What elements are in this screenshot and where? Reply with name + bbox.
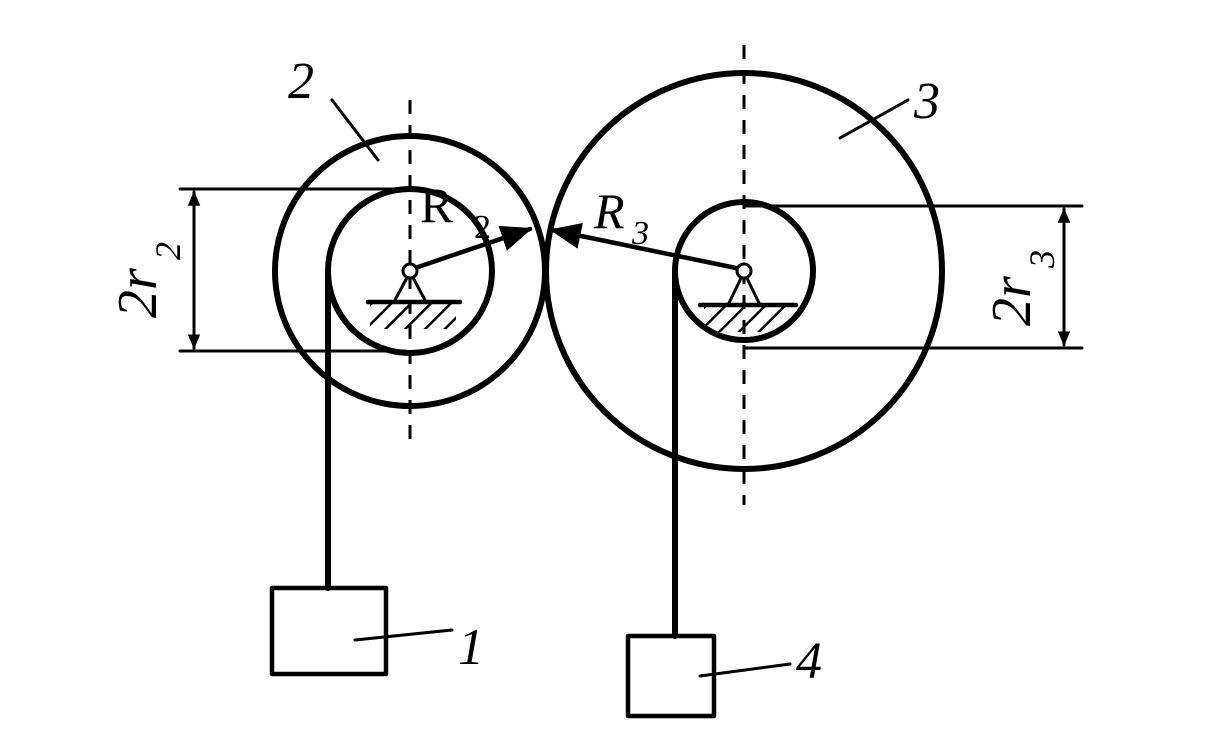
body-1-label: 1 <box>458 619 484 676</box>
dimension-2r3 <box>742 204 1084 350</box>
radius-R3-arrow <box>549 222 739 271</box>
dim-2r3-letters: 2r <box>981 276 1043 326</box>
body-3-label: 3 <box>913 73 940 130</box>
radius-R3-subscript: 3 <box>631 215 649 252</box>
body-3-leader <box>838 98 910 140</box>
dim-2r2-letters: 2r <box>107 268 169 318</box>
radius-R2-subscript: 2 <box>474 209 491 246</box>
load-1-leader <box>353 628 454 642</box>
body-4-label: 4 <box>796 633 822 690</box>
dim-2r2-label: 2r 2 <box>107 242 188 318</box>
wheel-3-support <box>697 262 799 332</box>
dim-2r3-label: 2r 3 <box>981 250 1062 326</box>
dim-2r3-subscript: 3 <box>1022 250 1062 269</box>
wheel-3-hinge <box>735 262 753 280</box>
wheel-2-hinge <box>401 262 419 280</box>
wheel-3 <box>543 45 945 505</box>
load-1 <box>269 585 389 677</box>
wheel-3-ground-hatch <box>704 306 790 332</box>
body-2-label: 2 <box>288 53 314 110</box>
radius-R2-letter: R <box>420 177 454 233</box>
radius-R2-label: R 2 <box>420 177 491 246</box>
wheel-2 <box>272 100 548 445</box>
wheel-2-support <box>365 262 463 329</box>
dimension-2r2 <box>178 187 414 353</box>
radius-R2-arrow <box>415 225 533 270</box>
wheel-2-ground-hatch <box>370 303 456 329</box>
load-4-leader <box>698 662 792 678</box>
radius-R3-letter: R <box>593 183 625 239</box>
dim-2r2-subscript: 2 <box>148 242 188 260</box>
body-2-leader <box>330 98 380 162</box>
load-4 <box>625 633 717 719</box>
radius-R3-label: R 3 <box>593 183 649 252</box>
